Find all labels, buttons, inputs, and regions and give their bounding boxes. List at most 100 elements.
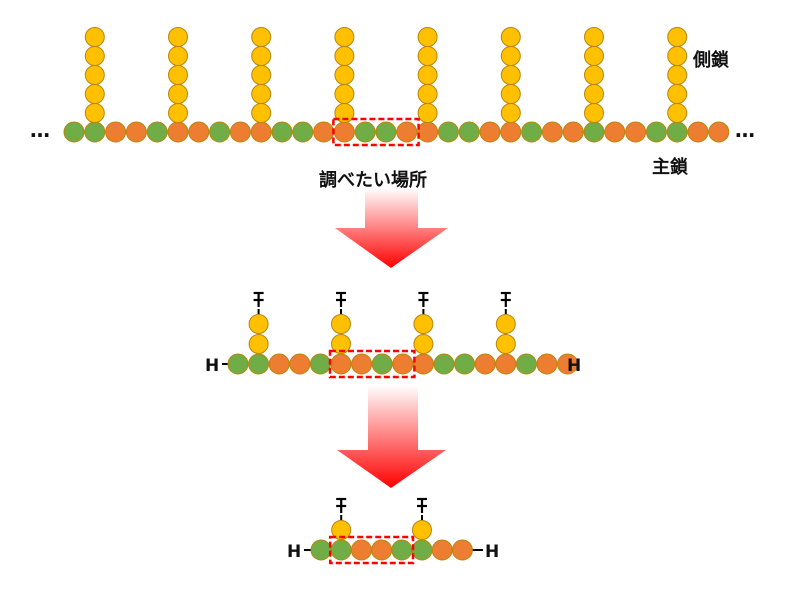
main-chain-bead bbox=[167, 121, 189, 143]
main-chain-bead bbox=[271, 121, 293, 143]
side-chain-bead bbox=[331, 334, 351, 354]
main-chain-bead bbox=[536, 353, 558, 375]
side-chain-bead bbox=[331, 520, 352, 540]
side-chain-bead bbox=[584, 84, 604, 104]
main-chain-bead bbox=[248, 353, 270, 375]
side-chain-bead bbox=[84, 65, 105, 85]
main-chain-bead bbox=[391, 539, 413, 561]
main-chain-bead bbox=[146, 121, 168, 143]
side-chain-bead bbox=[168, 84, 188, 104]
side-chain-bead bbox=[334, 27, 355, 47]
side-chain-bead bbox=[251, 27, 272, 47]
side-chain-bead bbox=[417, 27, 438, 47]
target-site-highlight-box bbox=[328, 349, 416, 379]
shortened-side-chain-stage bbox=[222, 291, 579, 379]
side-chain-hydrogen-cap bbox=[417, 497, 427, 513]
trailing-ellipsis: … bbox=[735, 118, 755, 142]
side-chain-bead bbox=[667, 27, 688, 47]
main-chain-bead bbox=[451, 539, 473, 561]
main-chain-bead bbox=[396, 121, 418, 143]
main-chain-bead bbox=[313, 121, 335, 143]
main-chain-bead bbox=[371, 539, 393, 561]
main-chain-bead bbox=[454, 353, 476, 375]
side-chain-bead bbox=[584, 46, 604, 66]
side-chain-bead bbox=[584, 65, 604, 85]
side-chain-bead bbox=[667, 84, 688, 104]
main-chain-bead bbox=[515, 353, 537, 375]
side-chain-bead bbox=[417, 46, 438, 66]
side-chain-label: 側鎖 bbox=[692, 49, 730, 71]
side-chain-bead bbox=[495, 314, 516, 334]
main-chain-bead bbox=[105, 121, 127, 143]
main-chain-bead bbox=[562, 121, 584, 143]
side-chain-bead bbox=[84, 103, 105, 123]
main-chain-bead bbox=[500, 121, 522, 143]
main-chain-bead bbox=[479, 121, 501, 143]
side-chain-bead bbox=[500, 84, 521, 104]
main-chain-bead bbox=[309, 353, 331, 375]
side-chain-bead bbox=[667, 65, 688, 85]
side-chain-bead bbox=[500, 103, 521, 123]
main-chain-bead bbox=[645, 121, 667, 143]
right-terminal-hydrogen: H bbox=[567, 356, 581, 376]
side-chain-bead bbox=[251, 46, 272, 66]
target-site-label: 調べたい場所 bbox=[319, 169, 427, 191]
down-arrow-2 bbox=[337, 385, 446, 488]
side-chain-bead bbox=[248, 314, 269, 334]
main-chain-bead bbox=[250, 121, 272, 143]
side-chain-bead bbox=[500, 65, 521, 85]
side-chain-hydrogen-cap bbox=[253, 291, 264, 307]
main-chain-bead bbox=[310, 539, 332, 561]
main-chain-bead bbox=[495, 353, 517, 375]
main-chain-bead bbox=[583, 121, 605, 143]
side-chain-bead bbox=[84, 46, 105, 66]
main-chain-bead bbox=[354, 121, 376, 143]
main-chain-bead bbox=[330, 353, 352, 375]
main-chain-bead bbox=[474, 353, 496, 375]
main-chain-bead bbox=[351, 353, 373, 375]
main-chain-bead bbox=[687, 121, 709, 143]
leading-ellipsis: … bbox=[30, 118, 50, 142]
main-chain-bead bbox=[292, 121, 314, 143]
left-terminal-hydrogen: H bbox=[205, 356, 219, 376]
side-chain-bead bbox=[495, 334, 516, 354]
side-chain-bead bbox=[334, 84, 355, 104]
side-chain-bead bbox=[417, 65, 438, 85]
main-chain-bead bbox=[330, 539, 352, 561]
side-chain-hydrogen-cap bbox=[500, 291, 511, 307]
main-chain-bead bbox=[188, 121, 210, 143]
main-chain-bead bbox=[666, 121, 688, 143]
side-chain-bead bbox=[584, 103, 604, 123]
main-chain-bead bbox=[431, 539, 453, 561]
main-chain-bead bbox=[209, 121, 231, 143]
main-chain-bead bbox=[227, 353, 249, 375]
full-polymer-stage bbox=[63, 27, 730, 147]
main-chain-bead bbox=[412, 353, 434, 375]
right-terminal-hydrogen: H bbox=[485, 542, 499, 562]
side-chain-hydrogen-cap bbox=[336, 497, 347, 513]
side-chain-bead bbox=[84, 84, 105, 104]
side-chain-bead bbox=[413, 334, 434, 354]
side-chain-bead bbox=[413, 314, 434, 334]
main-chain-bead bbox=[333, 121, 355, 143]
side-chain-bead bbox=[251, 65, 272, 85]
main-chain-bead bbox=[268, 353, 290, 375]
side-chain-bead bbox=[412, 520, 432, 540]
side-chain-bead bbox=[500, 27, 521, 47]
side-chain-bead bbox=[84, 27, 105, 47]
side-chain-bead bbox=[168, 65, 188, 85]
main-chain-bead bbox=[289, 353, 311, 375]
main-chain-bead bbox=[84, 121, 106, 143]
side-chain-hydrogen-cap bbox=[418, 291, 429, 307]
side-chain-bead bbox=[417, 103, 438, 123]
target-site-highlight-box bbox=[328, 535, 415, 565]
side-chain-bead bbox=[334, 65, 355, 85]
side-chain-hydrogen-cap bbox=[336, 291, 346, 307]
main-chain-bead bbox=[437, 121, 459, 143]
minimal-model-stage bbox=[304, 497, 483, 565]
side-chain-bead bbox=[417, 84, 438, 104]
main-chain-label: 主鎖 bbox=[652, 156, 689, 178]
main-chain-bead bbox=[521, 121, 543, 143]
target-site-highlight-box bbox=[332, 117, 420, 147]
